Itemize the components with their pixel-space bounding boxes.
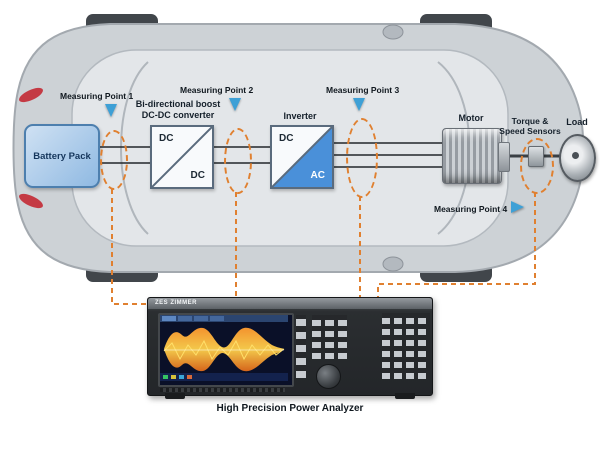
analyzer-keypad-buttons [382, 313, 430, 379]
measuring-point-2-marker-icon [229, 98, 241, 111]
inverter-box: DC AC [270, 125, 334, 189]
measuring-point-4-label: Measuring Point 4 [434, 204, 508, 214]
taillight-left-bottom [19, 193, 43, 209]
dcdc-output-label: DC [190, 170, 205, 181]
analyzer-function-buttons [312, 315, 347, 359]
analyzer-foot-right [395, 393, 415, 399]
measuring-point-2-label: Measuring Point 2 [180, 85, 254, 95]
dcdc-converter-title: Bi-directional boost DC-DC converter [135, 99, 221, 120]
analyzer-vent [160, 388, 285, 392]
analyzer-rotary-knob [316, 364, 341, 389]
analyzer-brand: ZES ZIMMER [155, 300, 197, 306]
power-analyzer: ZES ZIMMER [147, 297, 433, 396]
analyzer-top-strip: ZES ZIMMER [148, 298, 432, 309]
measuring-point-3-label: Measuring Point 3 [326, 85, 400, 95]
load-label: Load [566, 117, 588, 127]
analyzer-waveform [160, 315, 288, 381]
dcdc-converter-box: DC DC [150, 125, 214, 189]
dcdc-diagonal [152, 127, 212, 187]
analyzer-caption: High Precision Power Analyzer [216, 403, 364, 414]
probe-ellipse-3 [346, 118, 378, 198]
motor-label: Motor [458, 113, 484, 123]
probe-cables [111, 189, 536, 305]
analyzer-screen [158, 313, 294, 387]
taillight-left-top [19, 87, 43, 103]
probe-ellipse-1 [100, 130, 128, 190]
battery-pack: Battery Pack [24, 124, 100, 188]
probe-ellipse-4 [520, 138, 554, 194]
side-mirror-bottom [382, 256, 404, 272]
dcdc-input-label: DC [159, 133, 174, 144]
side-mirror-top [382, 24, 404, 40]
inverter-input-label: DC [279, 133, 294, 144]
battery-pack-label: Battery Pack [33, 150, 91, 162]
inverter-diagonal [272, 127, 332, 187]
sensors-label: Torque & Speed Sensors [499, 116, 561, 137]
inverter-output-label: AC [310, 170, 325, 181]
measuring-point-1-marker-icon [105, 104, 117, 117]
measuring-point-1-label: Measuring Point 1 [60, 91, 134, 101]
analyzer-foot-left [165, 393, 185, 399]
inverter-title: Inverter [283, 111, 317, 121]
probe-ellipse-2 [224, 128, 252, 194]
measuring-point-4-marker-icon [511, 201, 524, 213]
motor [442, 128, 510, 184]
load-flywheel [559, 134, 596, 182]
measuring-point-3-marker-icon [353, 98, 365, 111]
analyzer-softkey-buttons [296, 315, 306, 378]
